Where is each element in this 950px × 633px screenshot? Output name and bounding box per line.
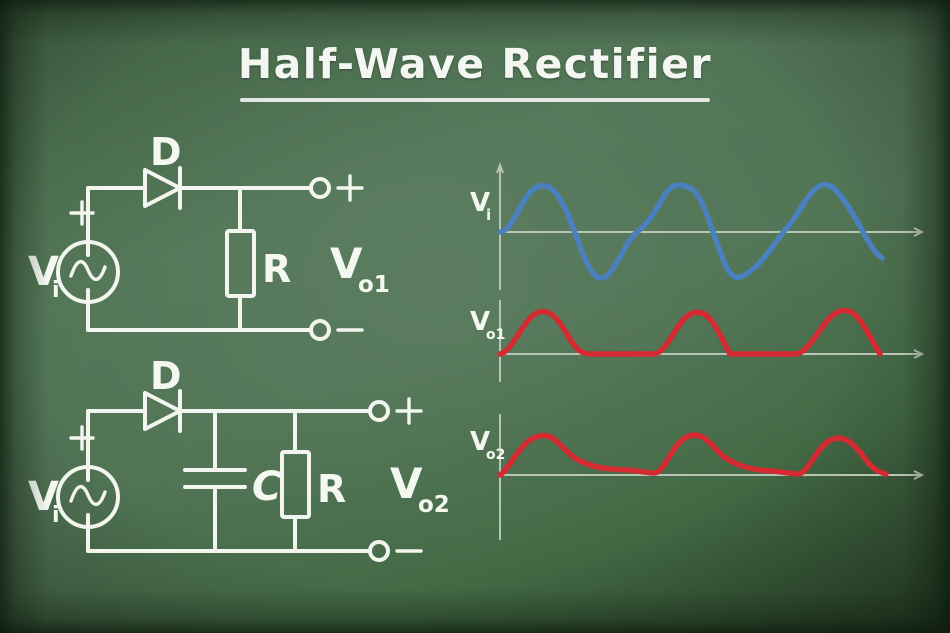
- ac-source-sine-icon-c2: [69, 485, 107, 507]
- capacitor-label-c2: C: [252, 464, 281, 510]
- terminal-positive-c1: [309, 177, 331, 199]
- output-sublabel-c1: o1: [358, 272, 390, 298]
- resistor-body-c1: [225, 229, 256, 298]
- resistor-label-c1: R: [262, 247, 291, 291]
- diode-label-c2: D: [150, 354, 182, 398]
- waveform-vo1: V o1: [470, 300, 925, 382]
- output-sublabel-c2: o2: [418, 492, 450, 518]
- terminal-plus-glyph-c2: [395, 397, 423, 425]
- diode-label-c1: D: [150, 130, 182, 174]
- source-sublabel-c2: i: [52, 503, 60, 528]
- vo1-rectified-curve: [497, 307, 883, 357]
- vo2-axis-sublabel: o2: [486, 447, 505, 463]
- waveform-vi: V i: [470, 162, 925, 290]
- vo2-filtered-curve: [497, 432, 889, 478]
- vo1-axis-sublabel: o1: [486, 327, 505, 343]
- wire-bottom-c2: [86, 513, 372, 553]
- circuit-2: [56, 389, 423, 562]
- terminal-negative-c2: [368, 540, 390, 562]
- diode-triangle-c1: [143, 168, 182, 208]
- waveform-vo2: V o2: [470, 414, 925, 540]
- ac-source-sine-icon-c1: [69, 260, 107, 282]
- source-sublabel-c1: i: [52, 278, 60, 303]
- wire-bottom-c1: [86, 288, 312, 332]
- diode-triangle-c2: [143, 391, 182, 431]
- resistor-label-c2: R: [317, 467, 346, 511]
- circuit-1: [56, 166, 364, 341]
- vi-axis-sublabel: i: [486, 206, 491, 224]
- terminal-plus-glyph-c1: [336, 174, 364, 202]
- resistor-body-c2: [280, 450, 311, 519]
- terminal-negative-c1: [309, 319, 331, 341]
- terminal-positive-c2: [368, 400, 390, 422]
